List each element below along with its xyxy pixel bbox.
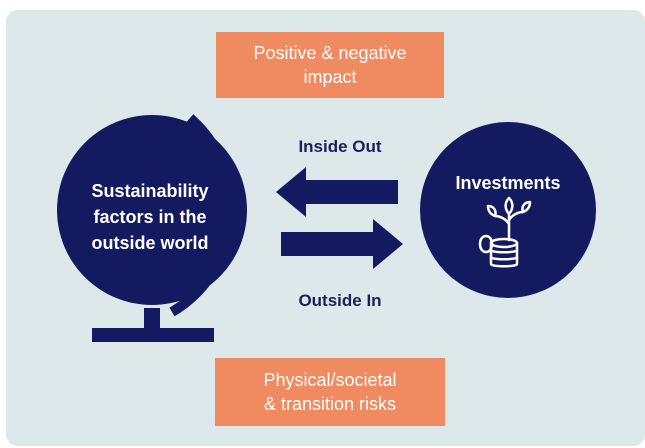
- inside-out-label: Inside Out: [298, 137, 382, 156]
- left-circle-line2: factors in the: [93, 207, 207, 227]
- investments-circle: [420, 122, 596, 298]
- inside-out-arrow: [276, 167, 398, 217]
- investments-label: Investments: [455, 173, 561, 193]
- outside-in-arrow: [281, 219, 403, 269]
- bottom-box-line2: & transition risks: [263, 394, 397, 414]
- left-circle-line3: outside world: [91, 233, 209, 253]
- outside-in-label: Outside In: [298, 291, 382, 310]
- left-circle-line1: Sustainability: [91, 181, 209, 201]
- sustainability-factors-label: Sustainability factors in the outside wo…: [70, 178, 230, 256]
- sustainability-circle: [57, 115, 247, 305]
- top-box-line2: impact: [303, 67, 357, 87]
- physical-societal-risks-box: Physical/societal & transition risks: [215, 358, 445, 426]
- globe-icon: [57, 114, 247, 342]
- bottom-box-line1: Physical/societal: [263, 370, 397, 390]
- positive-negative-impact-box: Positive & negative impact: [216, 32, 444, 98]
- coins-plant-icon: [478, 196, 532, 268]
- top-box-line1: Positive & negative: [253, 43, 407, 63]
